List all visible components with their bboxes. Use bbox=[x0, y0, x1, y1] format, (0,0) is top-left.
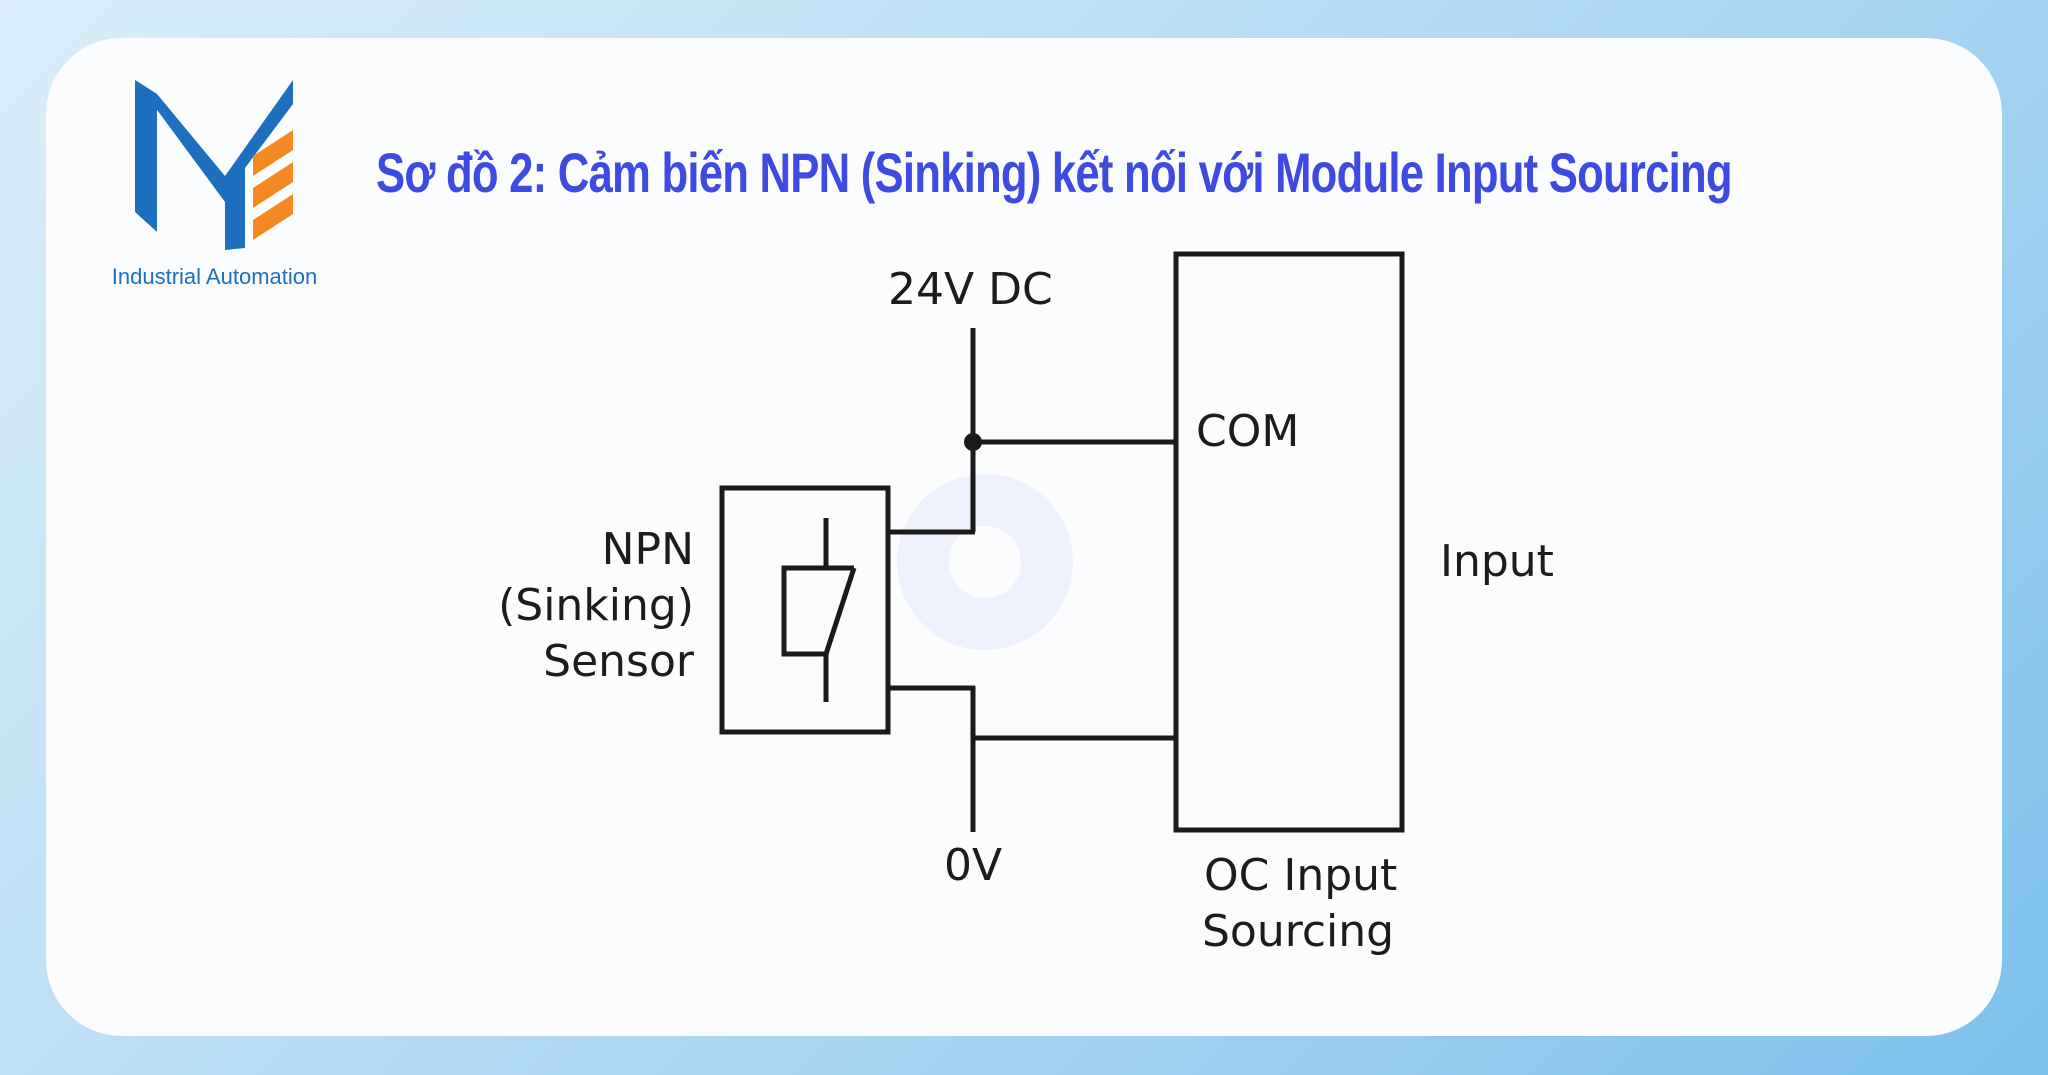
supply-label: 24V DC bbox=[888, 264, 1053, 315]
logo-tagline: Industrial Automation bbox=[111, 264, 318, 289]
input-module-box bbox=[1173, 251, 1405, 833]
switch-symbol bbox=[781, 518, 857, 702]
input-label: Input bbox=[1440, 536, 1554, 587]
sensor-label-line-1: NPN bbox=[601, 524, 694, 575]
logo-orange-bar-3 bbox=[253, 194, 293, 240]
module-label-line-1: OC Input bbox=[1204, 850, 1398, 901]
module-label: OC Input Sourcing bbox=[1196, 848, 1436, 960]
sensor-box bbox=[719, 485, 891, 735]
company-logo bbox=[135, 80, 293, 250]
logo-blue-t bbox=[225, 80, 293, 250]
sensor-label-line-3: Sensor bbox=[543, 636, 694, 687]
module-label-line-2: Sourcing bbox=[1202, 906, 1395, 957]
logo-orange-bar-1 bbox=[253, 130, 293, 176]
junction-dot bbox=[964, 433, 982, 451]
logo-blue-m-diag bbox=[135, 80, 225, 202]
logo-blue-m bbox=[135, 80, 157, 232]
watermark-ring bbox=[897, 474, 1073, 650]
sensor-label: NPN (Sinking) Sensor bbox=[470, 522, 694, 690]
ground-label: 0V bbox=[944, 840, 1003, 891]
sensor-label-line-2: (Sinking) bbox=[498, 580, 694, 631]
com-label: COM bbox=[1196, 406, 1300, 457]
logo-orange-bar-2 bbox=[253, 162, 293, 208]
page-title: Sơ đồ 2: Cảm biến NPN (Sinking) kết nối … bbox=[376, 141, 1733, 204]
